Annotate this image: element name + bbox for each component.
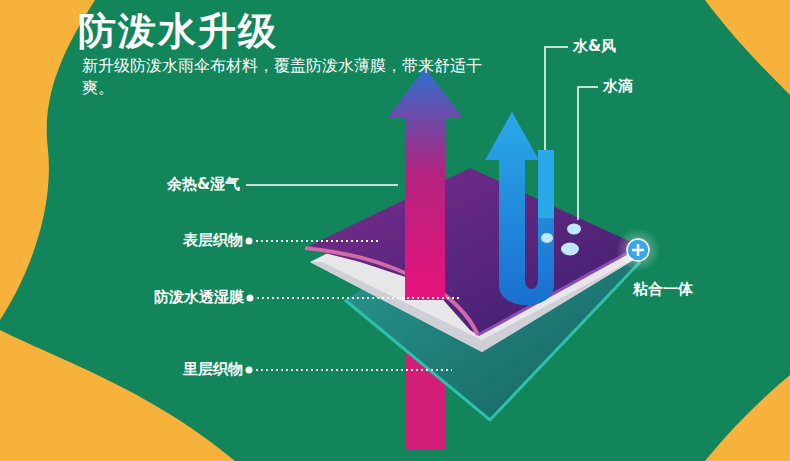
heat-arrow (387, 68, 463, 300)
glow (616, 228, 660, 272)
orange-blob (705, 0, 790, 95)
water-stream (538, 150, 554, 218)
layer-label: 表层织物 (183, 231, 243, 250)
leader-line (578, 87, 598, 220)
surface-fabric (305, 168, 640, 335)
plus-marker (627, 239, 649, 261)
label-dot (246, 238, 253, 245)
leader-line (257, 297, 462, 299)
callout-label: 粘合一体 (633, 280, 693, 299)
callout-label: 余热&湿气 (167, 175, 240, 194)
callout-label: 水滴 (603, 77, 633, 96)
leader-line (256, 369, 452, 371)
label-dot (246, 367, 253, 374)
layer-label: 里层织物 (183, 360, 243, 379)
subtitle: 新升级防泼水雨伞布材料，覆盖防泼水薄膜，带来舒适干爽。 (82, 55, 482, 99)
droplet (567, 224, 581, 235)
leader-line (246, 184, 398, 186)
leader-line (256, 240, 378, 242)
orange-blob (705, 375, 790, 461)
droplet (561, 243, 579, 256)
plus-sign (632, 244, 644, 256)
surface-fabric-edge (305, 248, 478, 335)
title: 防泼水升级 (78, 6, 278, 57)
label-dot (247, 295, 254, 302)
leader-line (545, 47, 568, 150)
layer-label: 防泼水透湿膜 (154, 288, 244, 307)
orange-blob (0, 330, 235, 461)
water-arrow (485, 112, 554, 305)
callout-label: 水&风 (573, 37, 616, 56)
droplet (541, 233, 553, 243)
